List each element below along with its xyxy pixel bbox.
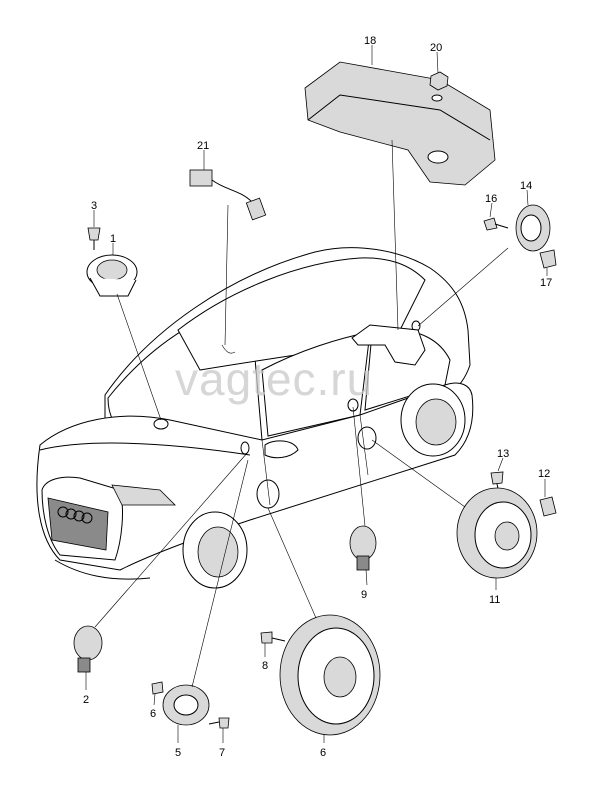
rear-speaker-part (456, 487, 538, 579)
clip-part-13 (539, 496, 557, 517)
callout-2: 2 (83, 694, 89, 706)
callout-14: 13 (497, 448, 509, 460)
screw-part (87, 227, 101, 250)
screw-part-9 (260, 631, 286, 644)
front-speaker-part (279, 614, 381, 736)
clip-part-7 (151, 681, 164, 695)
callout-8: 7 (219, 747, 225, 759)
callout-11: 9 (361, 589, 367, 601)
connector-part (189, 169, 267, 221)
speaker-part-5 (162, 684, 210, 726)
callout-20: 18 (364, 35, 376, 47)
callout-21: 20 (430, 42, 442, 54)
callout-13: 12 (538, 468, 550, 480)
tweeter-part (86, 254, 138, 297)
callout-7: 6 (150, 708, 156, 720)
watermark-text: vagtec.ru (175, 353, 373, 405)
callout-3: 3 (91, 200, 97, 212)
rear-tweeter-part (515, 204, 551, 252)
callout-18: 17 (540, 277, 552, 289)
callout-22: 21 (197, 140, 209, 152)
callout-5: 5 (175, 747, 181, 759)
car-illustration (36, 247, 474, 589)
small-speaker-2 (73, 625, 103, 673)
small-speaker-11 (349, 525, 377, 571)
screw-part-17 (483, 217, 509, 231)
callout-12: 11 (489, 594, 500, 606)
callout-9: 8 (262, 660, 268, 672)
callout-6-label: 6 (320, 747, 326, 759)
nut-part (429, 71, 449, 91)
leader-lines (85, 45, 548, 743)
amplifier-part (304, 61, 496, 186)
callout-16: 14 (520, 180, 532, 192)
callout-labels: 18 20 21 3 1 16 14 17 13 12 11 9 8 2 6 5… (83, 35, 552, 759)
callout-17: 16 (485, 193, 497, 205)
clip-part-18 (539, 249, 557, 269)
callout-1: 1 (110, 233, 116, 245)
screw-part-8 (208, 717, 230, 729)
